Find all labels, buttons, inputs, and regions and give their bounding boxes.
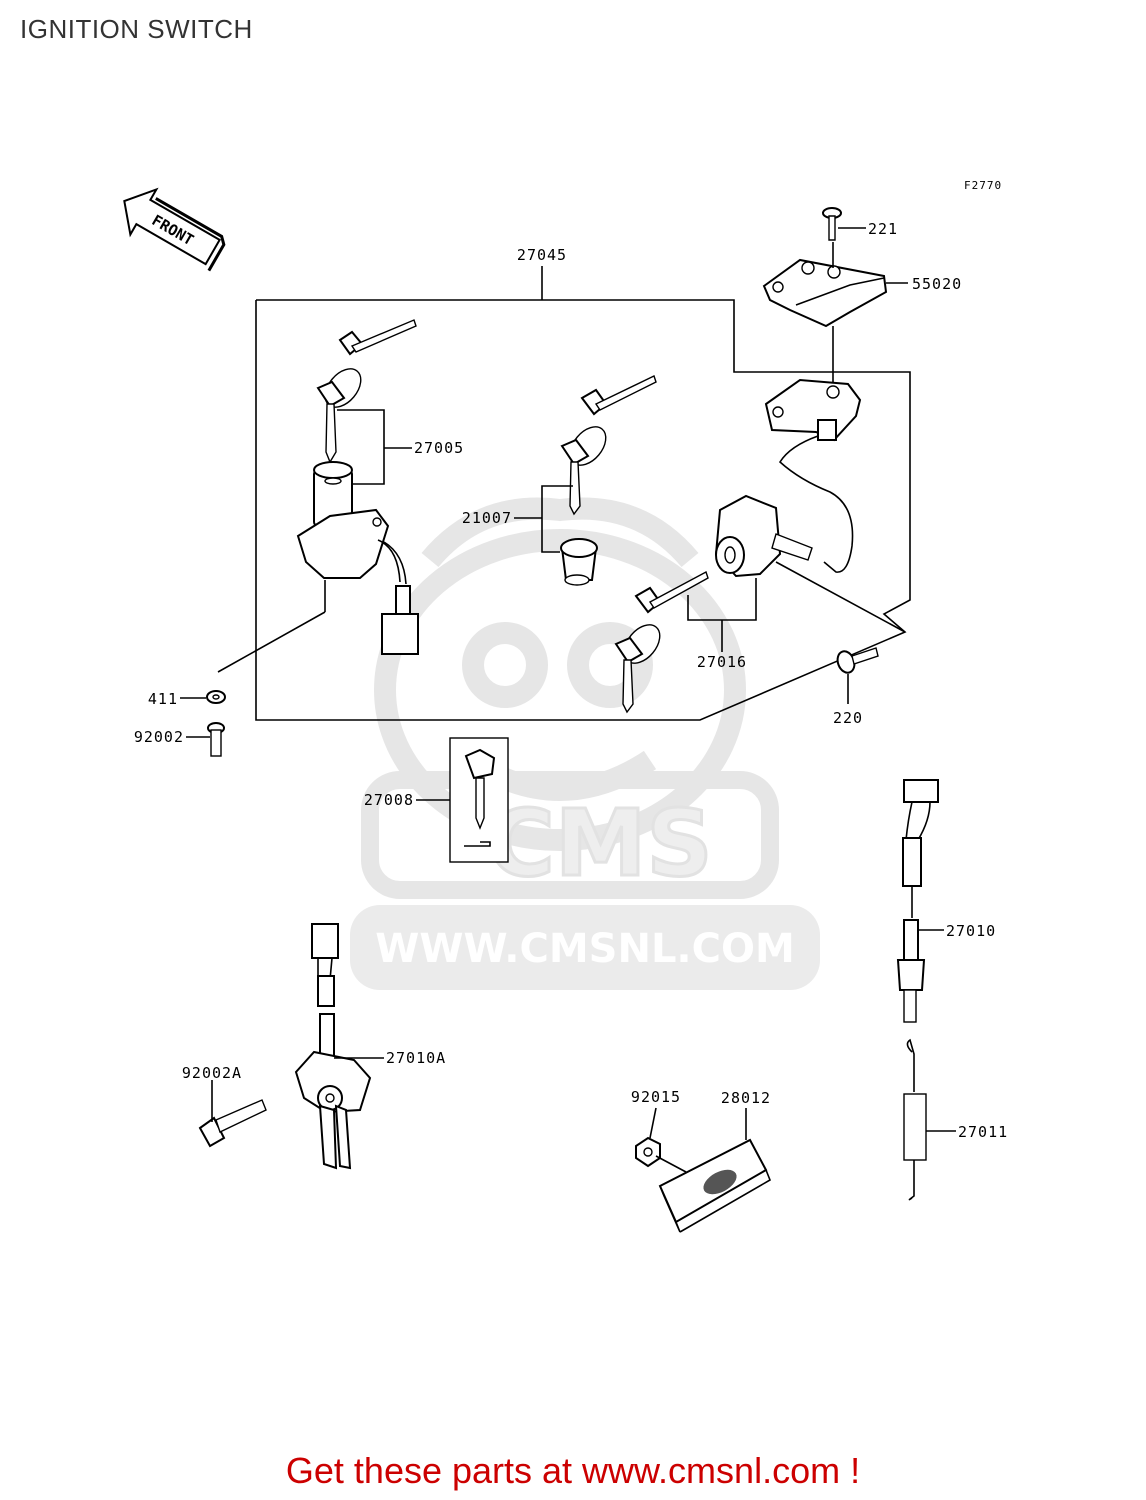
- key-icon: [316, 319, 417, 464]
- cms-watermark: CMS WWW.CMSNL.COM: [350, 497, 820, 990]
- part-label-27008: 27008: [364, 791, 414, 809]
- watermark-url: WWW.CMSNL.COM: [375, 926, 795, 972]
- bracket-cover: [762, 258, 888, 328]
- seat-lock-cap: [560, 538, 598, 586]
- part-label-411: 411: [148, 690, 178, 708]
- part-label-55020: 55020: [912, 275, 962, 293]
- part-label-27045: 27045: [517, 246, 567, 264]
- watermark-brand: CMS: [487, 790, 712, 897]
- part-label-220: 220: [833, 709, 863, 727]
- neutral-switch: [896, 779, 939, 1023]
- footer-link-banner[interactable]: Get these parts at www.cmsnl.com !: [285, 1450, 861, 1491]
- key-blank: [449, 737, 509, 863]
- part-label-92015: 92015: [631, 1088, 681, 1106]
- part-label-21007: 21007: [462, 509, 512, 527]
- front-arrow-icon: FRONT: [123, 187, 226, 272]
- warning-label: [658, 1138, 772, 1233]
- part-label-27016: 27016: [697, 653, 747, 671]
- kit-outline: [255, 266, 911, 721]
- part-label-221: 221: [868, 220, 898, 238]
- ignition-lock-assembly: [296, 461, 419, 655]
- handlebar-lock: [714, 494, 813, 578]
- part-label-27005: 27005: [414, 439, 464, 457]
- part-label-28012: 28012: [721, 1089, 771, 1107]
- part-label-92002A: 92002A: [182, 1064, 242, 1082]
- spring-icon: [903, 1038, 927, 1201]
- part-label-27010A: 27010A: [386, 1049, 446, 1067]
- nut-icon: [635, 1136, 661, 1168]
- bolt-icon: [198, 1099, 267, 1148]
- part-label-92002: 92002: [134, 728, 184, 746]
- screw-icon: [822, 207, 842, 241]
- part-label-27010: 27010: [946, 922, 996, 940]
- screw-icon: [836, 647, 879, 674]
- figure-code: F2770: [964, 179, 1002, 192]
- key-icon: [614, 570, 709, 714]
- bolt-icon: [207, 722, 225, 757]
- washer-icon: [206, 690, 226, 704]
- part-label-27011: 27011: [958, 1123, 1008, 1141]
- sidestand-switch: [294, 923, 372, 1170]
- page-title: IGNITION SWITCH: [20, 14, 253, 44]
- switch-bracket: [764, 378, 862, 573]
- key-icon: [560, 375, 657, 516]
